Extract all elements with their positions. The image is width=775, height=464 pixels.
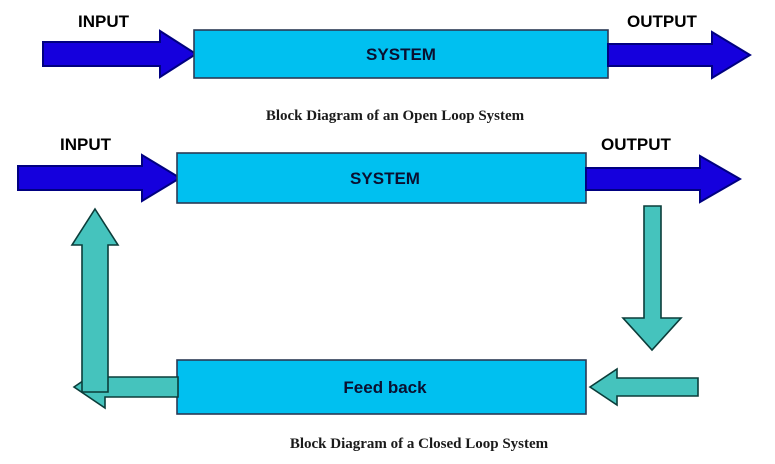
feedback-input-left-arrow bbox=[588, 367, 699, 407]
open-loop-input-arrow bbox=[42, 29, 198, 79]
feedback-block-label: Feed back bbox=[343, 378, 427, 397]
closed-loop-caption: Block Diagram of a Closed Loop System bbox=[290, 436, 549, 452]
open-loop-system-label: SYSTEM bbox=[366, 45, 436, 64]
open-loop-caption: Block Diagram of an Open Loop System bbox=[266, 108, 525, 124]
closed-loop-output-label: OUTPUT bbox=[601, 135, 672, 154]
feedback-down-arrow bbox=[621, 205, 683, 352]
feedback-block bbox=[176, 359, 587, 415]
closed-loop-input-arrow bbox=[17, 153, 182, 203]
closed-loop-system-label: SYSTEM bbox=[350, 169, 420, 188]
closed-loop-system-block bbox=[176, 152, 587, 204]
closed-loop-diagram: INPUT SYSTEM OUTPUT Feed back Block Diag… bbox=[17, 135, 743, 452]
closed-loop-input-label: INPUT bbox=[60, 135, 112, 154]
open-loop-output-arrow bbox=[607, 30, 752, 80]
open-loop-output-label: OUTPUT bbox=[627, 12, 698, 31]
open-loop-input-label: INPUT bbox=[78, 12, 130, 31]
feedback-up-arrow bbox=[70, 207, 120, 393]
open-loop-diagram: INPUT SYSTEM OUTPUT Block Diagram of an … bbox=[42, 12, 752, 124]
closed-loop-output-arrow bbox=[585, 154, 743, 204]
open-loop-system-block bbox=[193, 29, 609, 79]
